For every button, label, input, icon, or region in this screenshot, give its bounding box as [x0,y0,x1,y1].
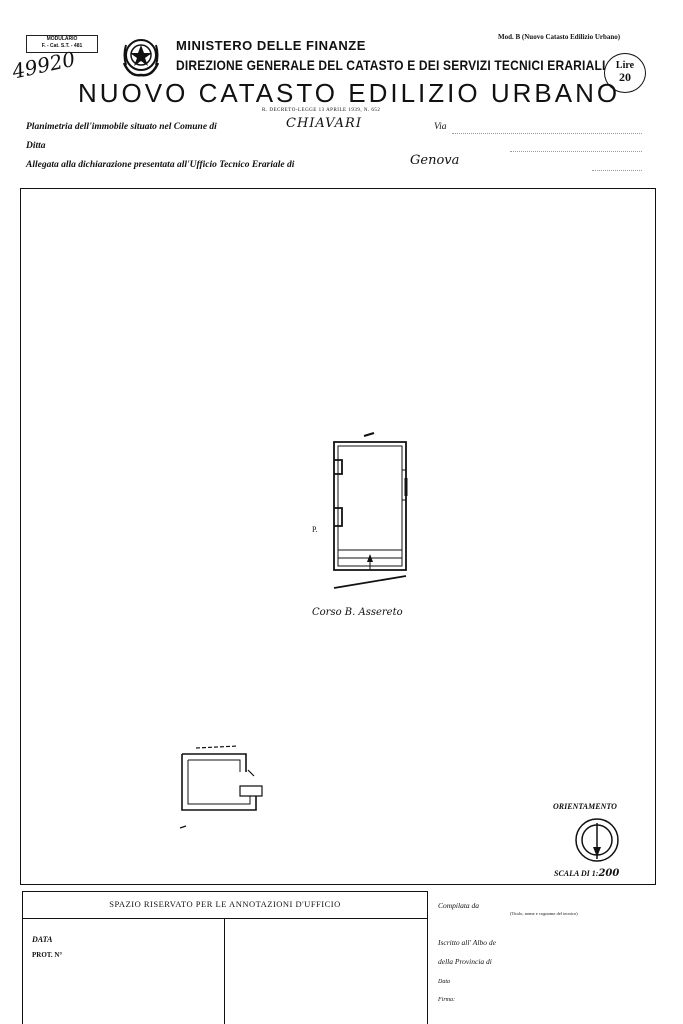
orientamento-label: ORIENTAMENTO [553,802,617,811]
allegata-line [592,169,642,171]
modulario-line1: MODULARIO [46,36,78,42]
lire-value: 20 [619,70,631,84]
plan-frame [20,188,656,885]
compilata-hint: (Titolo, nome e cognome del tecnico) [510,911,578,916]
mod-b-label: Mod. B (Nuovo Catasto Edilizio Urbano) [498,33,621,41]
modulario-box: MODULARIO F. - Cat. S.T. - 481 [26,35,98,53]
iscritto-label: Iscritto all' Albo de [438,938,496,947]
floor-plan-small [176,740,276,835]
lire-label: Lire [615,60,635,71]
scala-value: 200 [598,868,620,879]
office-divider [224,918,225,1024]
plan-letter-p: P. [312,525,318,534]
allegata-label: Allegata alla dichiarazione presentata a… [26,160,295,170]
ministero-title: MINISTERO DELLE FINANZE [176,38,366,53]
lire-stamp: Lire 20 [604,53,646,93]
planimetria-label: Planimetria dell'immobile situato nel Co… [26,122,217,132]
scala-label: SCALA DI 1:200 [554,868,619,879]
provincia-label: della Provincia di [438,957,492,966]
direzione-title: DIREZIONE GENERALE DEL CATASTO E DEI SER… [176,57,606,73]
page-title: NUOVO CATASTO EDILIZIO URBANO [78,78,621,108]
ditta-label: Ditta [26,141,46,151]
office-title: SPAZIO RISERVATO PER LE ANNOTAZIONI D'UF… [22,891,428,919]
decreto-text: R. DECRETO-LEGGE 13 APRILE 1939, N. 652 [262,108,381,113]
prot-label: PROT. N° [32,951,63,959]
street-label: Corso B. Assereto [312,607,403,618]
compilata-label: Compilata da [438,901,480,910]
data2-label: Data [438,979,450,985]
firma-label: Firma: [438,997,455,1003]
comune-value: CHIAVARI [286,116,362,131]
via-label: Via [434,122,447,132]
modulario-line2: F. - Cat. S.T. - 481 [41,43,83,49]
office-box [22,891,428,1024]
compass-icon [574,817,620,863]
handwritten-number: 49920 [10,46,78,84]
scala-prefix: SCALA DI 1: [554,869,599,878]
via-line [452,132,642,134]
data-label: DATA [32,935,53,944]
floor-plan-main [326,430,416,590]
ditta-line [510,150,642,152]
ufficio-value: Genova [410,153,460,168]
emblem-icon [120,33,162,79]
